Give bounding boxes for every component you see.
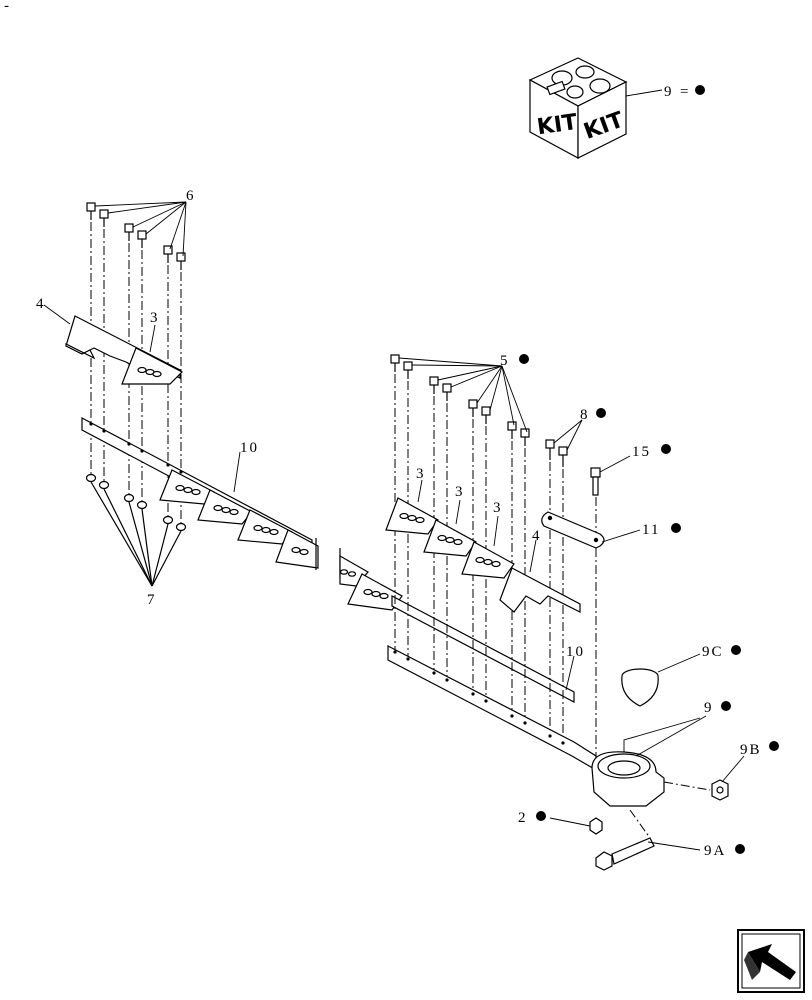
corner-mark: -	[4, 0, 11, 14]
knife-back-bar-lower-upper	[391, 595, 575, 703]
previous-page-arrow-icon	[744, 944, 796, 980]
callout-9A-dot	[735, 844, 745, 854]
callout-10-upper: 10	[240, 440, 259, 456]
callout-9B: 9B	[740, 742, 762, 758]
callout-3-left: 3	[150, 310, 160, 326]
link-11	[541, 511, 605, 549]
callout-5: 5	[500, 353, 510, 369]
knife-sections-lower-start	[339, 554, 403, 611]
callout-3-b: 3	[455, 484, 465, 500]
nut-9B	[711, 779, 729, 801]
bolts-6	[86, 202, 186, 270]
callout-9C-dot	[731, 645, 741, 655]
bolts-8	[545, 439, 568, 467]
callout-15-dot	[661, 444, 671, 454]
callout-7: 7	[147, 592, 157, 608]
nuts-7	[85, 473, 187, 532]
callout-3-c: 3	[493, 500, 503, 516]
callout-4-left: 4	[36, 296, 46, 312]
knife-section-left	[121, 347, 184, 385]
bushing-9C	[621, 668, 659, 707]
callout-2: 2	[518, 810, 528, 826]
callout-4-right: 4	[532, 528, 542, 544]
knife-head-9	[591, 717, 701, 807]
kit-label-left: KIT	[536, 110, 579, 140]
callout-8: 8	[580, 407, 590, 423]
callout-6: 6	[186, 188, 196, 204]
callout-9A: 9A	[704, 843, 726, 859]
knife-back-bar-lower	[387, 645, 597, 772]
callout-9C: 9C	[702, 644, 724, 660]
callout-11-dot	[671, 523, 681, 533]
callout-9: 9	[704, 700, 714, 716]
bolt-9A	[595, 837, 655, 871]
callout-15: 15	[632, 444, 651, 460]
previous-page-button[interactable]	[737, 929, 805, 993]
bolt-15	[590, 467, 601, 496]
nut-2	[589, 817, 603, 835]
knife-sections-upper	[159, 469, 319, 569]
callout-9B-dot	[769, 741, 779, 751]
knife-sections-lower	[385, 497, 515, 579]
callout-2-dot	[536, 811, 546, 821]
service-kit-dot	[695, 85, 705, 95]
callout-kit-9: 9	[664, 84, 674, 100]
guard-plate-right	[499, 567, 581, 613]
callout-8-dot	[596, 408, 606, 418]
callout-10-lower: 10	[566, 644, 585, 660]
callout-5-dot	[519, 354, 529, 364]
kit-equals: =	[680, 84, 690, 100]
callout-3-a: 3	[416, 466, 426, 482]
bolts-5	[390, 354, 530, 446]
kit-box-icon: KIT KIT	[528, 57, 628, 160]
callout-9-dot	[721, 701, 731, 711]
callout-11: 11	[642, 522, 660, 538]
